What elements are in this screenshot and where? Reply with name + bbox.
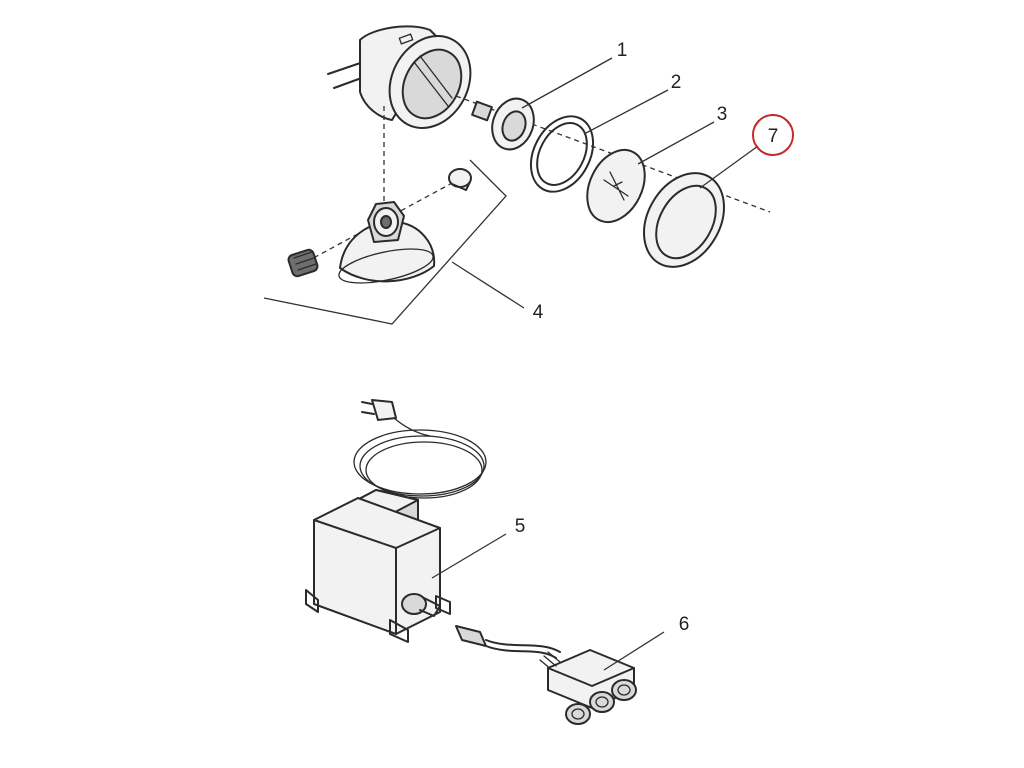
part-5-transformer [305,489,451,643]
callout-1: 1 [617,40,628,61]
callout-7: 7 [768,126,779,147]
splitter-outlet [611,679,637,701]
splitter-outlet [565,703,591,725]
leader-3 [637,121,715,165]
callout-4: 4 [533,302,544,323]
leader-lines [431,57,759,671]
splitter-outlet [589,691,615,713]
leader-7 [699,145,759,189]
leader-1 [521,57,613,109]
part-6-splitter [539,649,637,725]
leader-5 [431,533,507,579]
output-cable [455,625,561,659]
lamp-housing [327,25,472,129]
part-3-lens [586,148,646,224]
leader-6 [603,631,665,671]
callout-6: 6 [679,614,690,635]
part-2-gasket [529,115,595,193]
power-cord [353,399,487,499]
highlight-circle [752,114,794,156]
callout-4-bracket [263,159,507,325]
stand-assembly [287,168,472,284]
leader-4 [451,261,525,309]
callout-5: 5 [515,516,526,537]
callout-3: 3 [717,104,728,125]
leader-2 [583,89,669,135]
part-1-bulb [471,97,535,151]
callout-2: 2 [671,72,682,93]
part-7-retaining-ring [643,172,725,268]
